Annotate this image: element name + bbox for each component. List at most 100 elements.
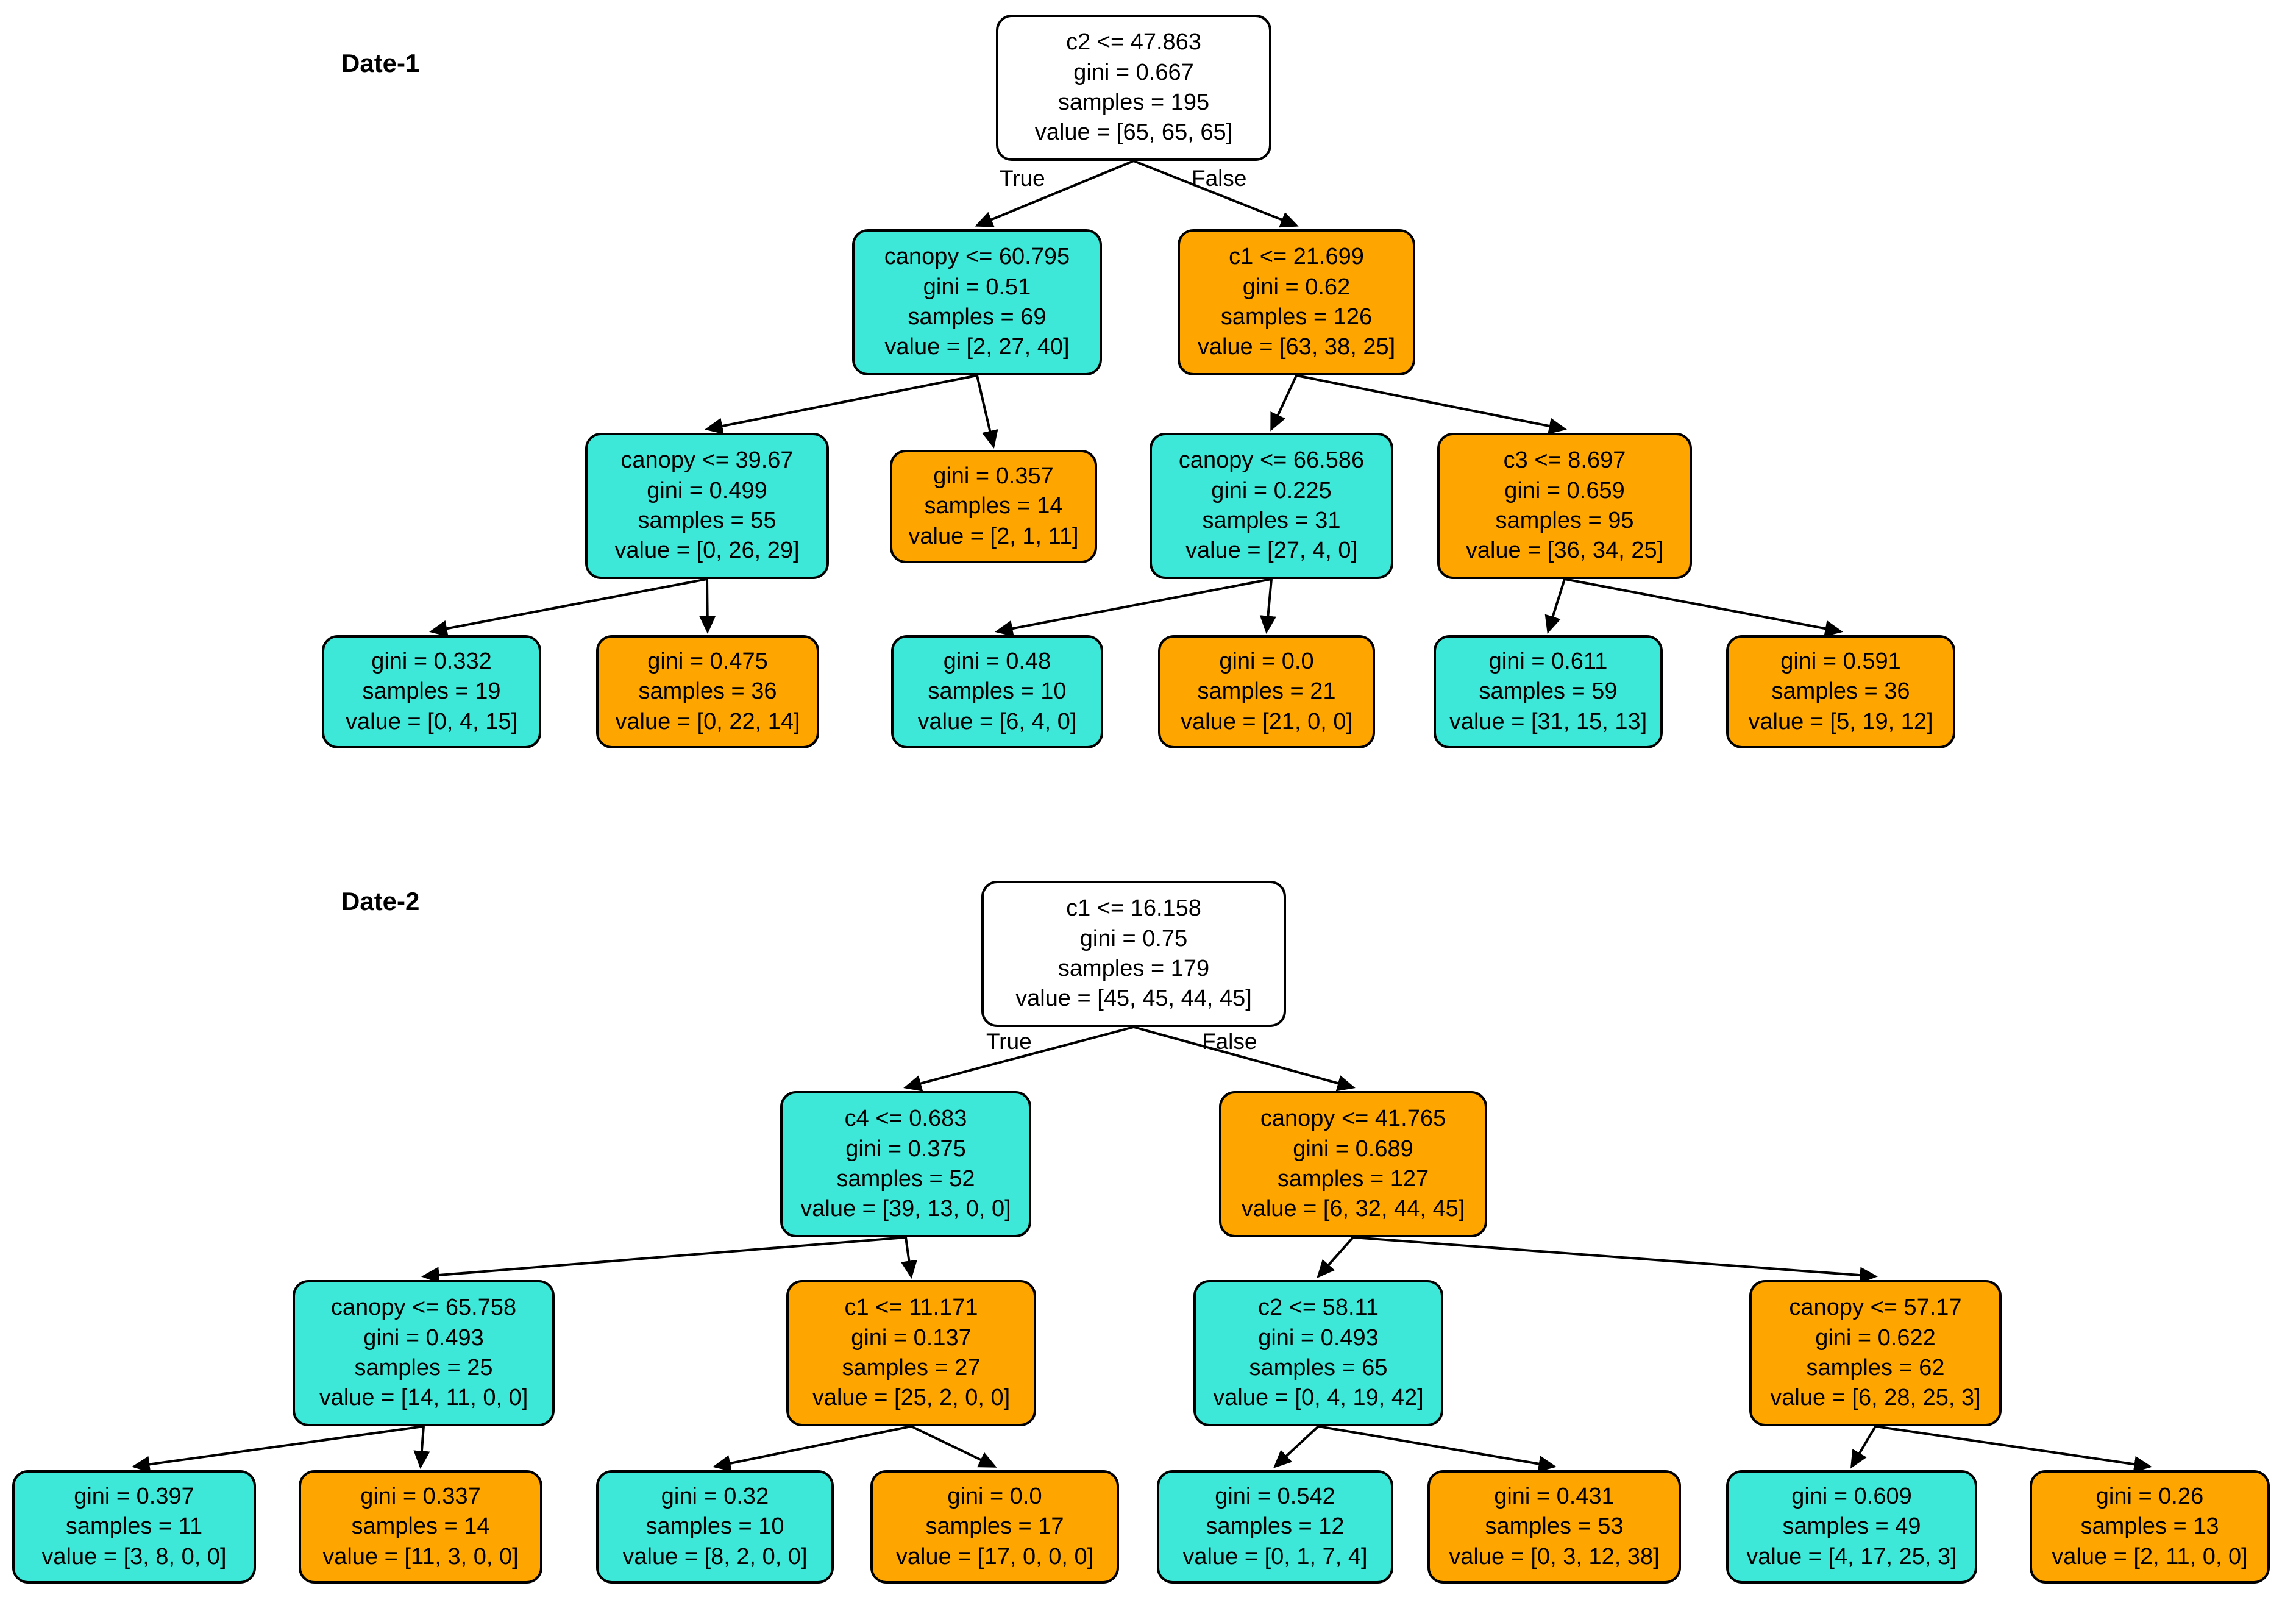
node-text-line: value = [4, 17, 25, 3]: [1746, 1543, 1957, 1570]
node-text-line: value = [11, 3, 0, 0]: [322, 1543, 519, 1570]
node-text-line: value = [2, 11, 0, 0]: [2052, 1543, 2248, 1570]
node-text-line: samples = 52: [836, 1166, 975, 1192]
node-text-line: gini = 0.357: [933, 463, 1054, 489]
node-text-line: value = [25, 2, 0, 0]: [812, 1385, 1011, 1411]
tree-edge-true: [1270, 375, 1298, 432]
node-text-line: value = [0, 26, 29]: [614, 538, 800, 564]
node-text-line: gini = 0.609: [1791, 1483, 1912, 1509]
tree-edge-false: [1875, 1425, 2152, 1473]
node-text-line: value = [31, 15, 13]: [1449, 708, 1647, 734]
node-text-line: c2 <= 58.11: [1258, 1295, 1379, 1321]
node-text-line: value = [39, 13, 0, 0]: [800, 1196, 1011, 1222]
node-text-line: gini = 0.397: [74, 1483, 194, 1509]
tree-edge-true: [705, 374, 978, 435]
node-text-line: gini = 0.137: [851, 1324, 972, 1351]
node-text-line: gini = 0.499: [647, 477, 767, 503]
node-text-line: gini = 0.62: [1242, 274, 1351, 300]
tree-edge-true: [995, 578, 1272, 637]
node-text-line: gini = 0.475: [647, 648, 768, 674]
node-text-line: samples = 36: [1771, 678, 1910, 705]
tree-node-internal: canopy <= 66.586 gini = 0.225 samples = 31…: [1150, 433, 1393, 579]
tree-edge-true: [1850, 1425, 1877, 1469]
tree-edge-false: [1259, 578, 1276, 634]
tree-node-leaf: gini = 0.332 samples = 19 value = [0, 4, 1…: [322, 635, 541, 748]
tree-edge-false: [1564, 578, 1843, 637]
node-text-line: gini = 0.26: [2095, 1483, 2204, 1509]
node-text-line: samples = 14: [351, 1513, 490, 1540]
node-text-line: gini = 0.667: [1073, 59, 1194, 85]
tree-edge-false: [911, 1425, 997, 1468]
branch-label-true-tree-2: True: [986, 1029, 1032, 1054]
node-text-line: samples = 95: [1495, 508, 1634, 533]
node-text-line: canopy <= 41.765: [1260, 1106, 1446, 1132]
node-text-line: value = [0, 4, 19, 42]: [1213, 1385, 1424, 1411]
branch-label-false-tree-1: False: [1192, 166, 1247, 191]
node-text-line: gini = 0.689: [1293, 1136, 1413, 1162]
node-text-line: value = [17, 0, 0, 0]: [895, 1543, 1094, 1570]
node-text-line: canopy <= 65.758: [330, 1295, 517, 1321]
node-text-line: samples = 10: [645, 1513, 784, 1540]
branch-label-false-tree-2: False: [1202, 1029, 1257, 1054]
node-text-line: value = [6, 4, 0]: [917, 708, 1077, 734]
tree-edge-false: [699, 578, 716, 634]
node-text-line: samples = 69: [908, 304, 1047, 330]
node-text-line: value = [2, 1, 11]: [908, 523, 1079, 549]
node-text-line: value = [27, 4, 0]: [1185, 538, 1358, 564]
tree-node-internal: c4 <= 0.683 gini = 0.375 samples = 52 value…: [780, 1091, 1031, 1237]
node-text-line: samples = 25: [354, 1355, 493, 1381]
node-text-line: gini = 0.375: [845, 1136, 966, 1162]
node-text-line: canopy <= 39.67: [620, 447, 794, 474]
node-text-line: gini = 0.542: [1215, 1483, 1335, 1509]
node-text-line: samples = 31: [1202, 508, 1341, 533]
tree-node-leaf: gini = 0.0 samples = 21 value = [21, 0, 0]: [1158, 635, 1375, 748]
node-text-line: samples = 195: [1057, 90, 1210, 115]
node-text-line: gini = 0.659: [1504, 477, 1625, 503]
node-text-line: value = [36, 34, 25]: [1465, 538, 1664, 564]
tree-edge-true: [713, 1425, 912, 1472]
node-text-line: value = [21, 0, 0]: [1180, 708, 1353, 734]
node-text-line: canopy <= 57.17: [1789, 1295, 1962, 1321]
tree-edge-false: [1296, 374, 1567, 435]
node-text-line: canopy <= 66.586: [1178, 447, 1365, 474]
node-text-line: value = [0, 4, 15]: [345, 708, 518, 734]
node-text-line: value = [6, 32, 44, 45]: [1241, 1196, 1465, 1222]
node-text-line: samples = 27: [842, 1355, 981, 1381]
node-text-line: samples = 179: [1057, 956, 1210, 981]
tree-node-internal: canopy <= 41.765 gini = 0.689 samples = 12…: [1219, 1091, 1487, 1237]
node-text-line: samples = 19: [362, 678, 501, 705]
node-text-line: gini = 0.225: [1211, 477, 1332, 503]
node-text-line: gini = 0.337: [360, 1483, 481, 1509]
node-text-line: gini = 0.493: [1258, 1324, 1379, 1351]
tree-node-leaf: gini = 0.337 samples = 14 value = [11, 3, …: [299, 1470, 542, 1584]
node-text-line: samples = 21: [1197, 678, 1336, 705]
tree-title-tree-2: Date-2: [341, 887, 420, 916]
tree-edge-true: [429, 578, 708, 637]
node-text-line: c4 <= 0.683: [844, 1106, 967, 1132]
tree-edge-false: [976, 375, 998, 449]
tree-edge-true: [1544, 578, 1566, 634]
node-text-line: gini = 0.0: [947, 1483, 1042, 1509]
node-text-line: value = [6, 28, 25, 3]: [1770, 1385, 1981, 1411]
node-text-line: samples = 36: [638, 678, 777, 705]
node-text-line: value = [63, 38, 25]: [1197, 334, 1396, 360]
tree-title-tree-1: Date-1: [341, 49, 420, 77]
node-text-line: value = [5, 19, 12]: [1748, 708, 1933, 734]
node-text-line: value = [2, 27, 40]: [884, 334, 1070, 360]
node-text-line: c2 <= 47.863: [1066, 29, 1201, 55]
node-text-line: gini = 0.0: [1219, 648, 1314, 674]
node-text-line: samples = 127: [1277, 1166, 1429, 1192]
node-text-line: gini = 0.332: [371, 648, 492, 674]
